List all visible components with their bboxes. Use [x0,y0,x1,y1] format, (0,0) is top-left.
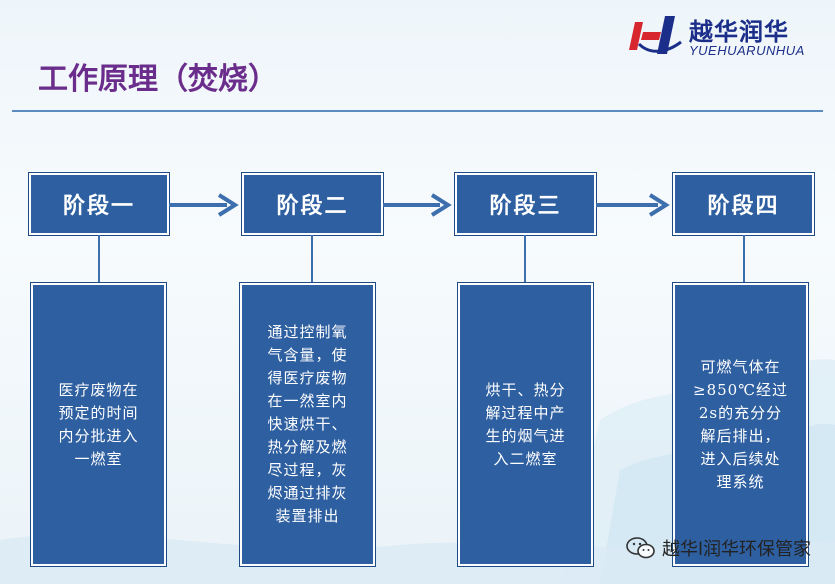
stage-3-description: 烘干、热分 解过程中产 生的烟气进 入二燃室 [485,380,566,468]
stage-1-description: 医疗废物在 预定的时间 内分批进入 一燃室 [58,380,139,468]
logo-mark-icon [629,16,682,54]
stage-2-box: 阶段二 [242,173,383,235]
stage-1-connector [98,235,100,283]
stage-1-box: 阶段一 [29,173,169,235]
stage-2-description: 通过控制氧 气含量，使 得医疗废物 在一然室内 快速烘干、 热分解及燃 尽过程，… [267,323,348,525]
title-divider [12,110,823,112]
logo-chinese-text: 越华润华 [689,18,789,46]
arrow-1-to-2 [169,193,239,217]
stage-3-description-box: 烘干、热分 解过程中产 生的烟气进 入二燃室 [458,283,593,566]
wechat-watermark: 越华l润华环保管家 [626,534,811,562]
stage-4-description: 可燃气体在 ≥850℃经过 2s的充分分 解后排出， 进入后续处 理系统 [693,357,788,491]
stage-2-label: 阶段二 [276,193,349,219]
company-logo: 越华润华 YUEHUARUNHUA [625,10,815,62]
stage-1-description-box: 医疗废物在 预定的时间 内分批进入 一燃室 [31,283,166,566]
stage-2-description-box: 通过控制氧 气含量，使 得医疗废物 在一然室内 快速烘干、 热分解及燃 尽过程，… [240,283,375,566]
watermark-text: 越华l润华环保管家 [661,539,811,560]
arrow-3-to-4 [596,193,670,217]
stage-1-label: 阶段一 [62,193,135,219]
stage-4-connector [743,235,745,283]
stage-3-connector [524,235,526,283]
page-title: 工作原理（焚烧） [38,62,278,97]
arrow-2-to-3 [383,193,452,217]
stage-2-connector [311,235,313,283]
stage-4-description-box: 可燃气体在 ≥850℃经过 2s的充分分 解后排出， 进入后续处 理系统 [673,283,808,566]
wechat-icon [626,537,655,559]
stage-4-label: 阶段四 [707,193,780,219]
stage-3-box: 阶段三 [455,173,596,235]
stage-4-box: 阶段四 [673,173,814,235]
stage-3-label: 阶段三 [489,193,562,219]
logo-english-text: YUEHUARUNHUA [689,43,805,58]
